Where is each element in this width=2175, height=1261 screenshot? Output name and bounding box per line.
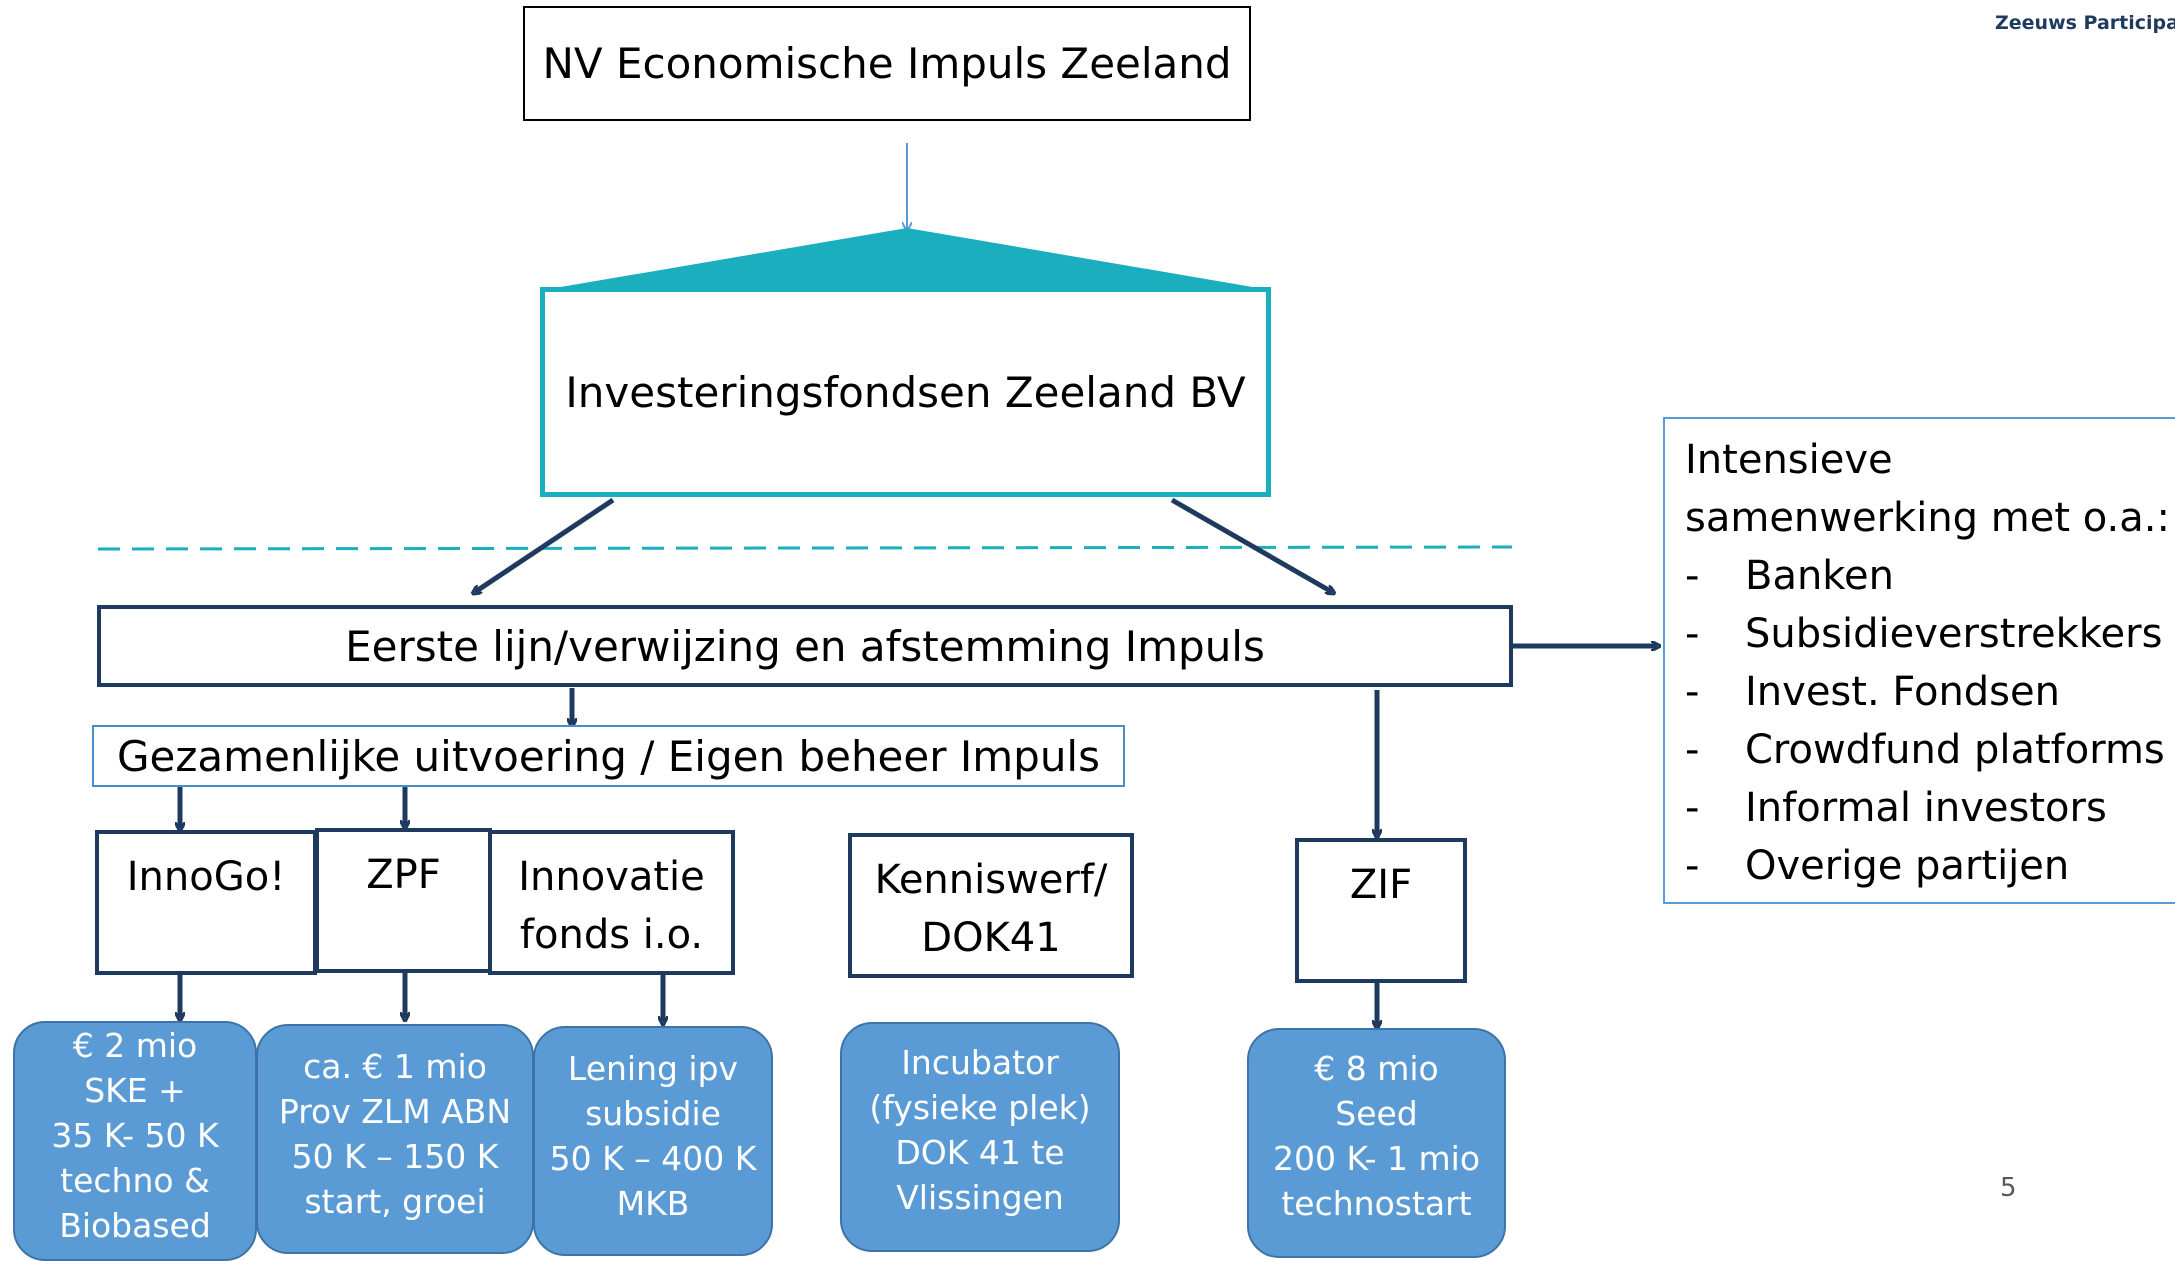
innovatie-pill-line: Lening ipv [567,1049,739,1088]
joint-box-label: Gezamenlijke uitvoering / Eigen beheer I… [116,731,1100,781]
side-item: -Subsidieverstrekkers [1685,605,2175,663]
kenniswerf-pill: Incubator (fysieke plek) DOK 41 te Vliss… [840,1022,1120,1252]
side-item-label: Subsidieverstrekkers [1745,611,2163,657]
innogo-box: InnoGo! [95,830,317,975]
zif-pill-line: technostart [1281,1184,1472,1223]
kenniswerf-label-1: Kenniswerf/ [874,857,1108,903]
zif-label: ZIF [1349,862,1413,908]
kenniswerf-pill-line: Vlissingen [896,1178,1064,1217]
kenniswerf-pill-line: Incubator [901,1043,1059,1082]
innovatie-pill-line: MKB [616,1184,690,1223]
innovatie-label-1: Innovatie [518,854,705,900]
innogo-pill-line: Biobased [59,1206,211,1245]
zif-pill-line: € 8 mio [1314,1049,1439,1088]
innovatie-pill-line: 50 K – 400 K [549,1139,757,1178]
side-bullet: - [1685,611,1700,657]
innogo-label: InnoGo! [126,854,286,900]
innovatie-label-2: fonds i.o. [519,912,704,958]
fund-box-label: Investeringsfondsen Zeeland BV [565,367,1246,417]
side-heading-1: Intensieve [1685,437,1893,483]
innogo-pill-line: 35 K- 50 K [51,1116,219,1155]
innovatie-pill: Lening ipv subsidie 50 K – 400 K MKB [533,1026,773,1256]
zpf-pill-line: 50 K – 150 K [291,1137,499,1176]
side-bullet: - [1685,785,1700,831]
zif-pill-line: 200 K- 1 mio [1272,1139,1481,1178]
side-heading-2: samenwerking met o.a.: [1685,495,2170,541]
side-item: -Banken [1685,547,2175,605]
side-bullet: - [1685,553,1700,599]
side-item: -Invest. Fondsen [1685,663,2175,721]
zif-pill: € 8 mio Seed 200 K- 1 mio technostart [1247,1028,1506,1258]
side-item-label: Informal investors [1745,785,2107,831]
zif-pill-line: Seed [1335,1094,1418,1133]
innovatie-pill-line: subsidie [585,1094,721,1133]
side-item: -Crowdfund platforms [1685,721,2175,779]
logo: Zeeuws Participatief [1995,12,2175,34]
arrow-fund-right [1170,497,1332,592]
joint-box: Gezamenlijke uitvoering / Eigen beheer I… [92,725,1125,787]
side-bullet: - [1685,727,1700,773]
page-number: 5 [2000,1173,2017,1203]
zif-box: ZIF [1295,838,1467,983]
side-item-label: Crowdfund platforms [1745,727,2165,773]
innogo-pill-line: SKE + [84,1071,186,1110]
side-item: -Overige partijen [1685,837,2175,895]
side-bullet: - [1685,843,1700,889]
arrow-fund-left [475,497,615,592]
side-item-label: Banken [1745,553,1895,599]
zpf-pill: ca. € 1 mio Prov ZLM ABN 50 K – 150 K st… [256,1024,534,1254]
side-item-label: Invest. Fondsen [1745,669,2060,715]
zpf-label: ZPF [366,852,441,898]
zpf-pill-line: ca. € 1 mio [303,1047,487,1086]
first-line-label: Eerste lijn/verwijzing en afstemming Imp… [345,621,1265,671]
innogo-pill-line: € 2 mio [72,1026,198,1065]
dashed-divider [97,545,1513,551]
innovatie-box: Innovatie fonds i.o. [488,830,735,975]
top-box-label: NV Economische Impuls Zeeland [542,39,1232,88]
innogo-pill: € 2 mio SKE + 35 K- 50 K techno & Biobas… [13,1021,257,1261]
innogo-pill-line: techno & [60,1161,210,1200]
connector-layer [97,143,2175,1229]
fund-roof [543,228,1270,290]
side-item-label: Overige partijen [1745,843,2070,889]
top-box: NV Economische Impuls Zeeland [523,6,1251,121]
kenniswerf-pill-line: DOK 41 te [895,1133,1065,1172]
side-item: -Informal investors [1685,779,2175,837]
kenniswerf-label-2: DOK41 [921,915,1061,961]
zpf-box: ZPF [315,828,492,973]
side-panel: Intensieve samenwerking met o.a.: -Banke… [1663,417,2175,904]
fund-box: Investeringsfondsen Zeeland BV [540,287,1271,497]
kenniswerf-pill-line: (fysieke plek) [869,1088,1091,1127]
first-line-box: Eerste lijn/verwijzing en afstemming Imp… [97,605,1513,687]
zpf-pill-line: Prov ZLM ABN [278,1092,512,1131]
side-bullet: - [1685,669,1700,715]
zpf-pill-line: start, groei [304,1182,486,1221]
kenniswerf-box: Kenniswerf/ DOK41 [848,833,1134,978]
